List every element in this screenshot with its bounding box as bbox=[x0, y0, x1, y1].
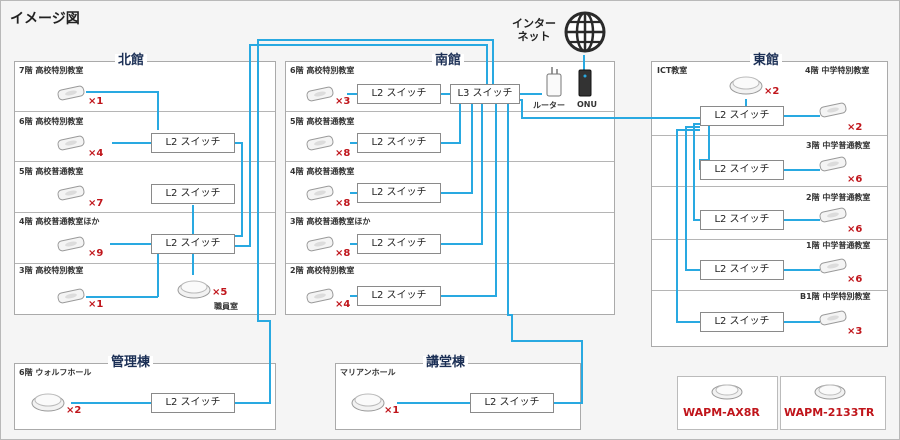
count-south-2: ×4 bbox=[335, 299, 351, 310]
hall-building-name: 講堂棟 bbox=[423, 356, 469, 370]
access-point-icon bbox=[819, 156, 847, 172]
staff-room-label: 職員室 bbox=[214, 302, 238, 311]
count-north-staff: ×5 bbox=[212, 287, 228, 298]
access-point-icon bbox=[57, 85, 85, 101]
south-floor-2-label: 2階 高校特別教室 bbox=[290, 266, 355, 275]
internet-label-line-1: インター bbox=[512, 17, 556, 30]
access-point-icon bbox=[819, 102, 847, 118]
north-floor-3-label: 3階 高校特別教室 bbox=[19, 266, 84, 275]
access-point-icon bbox=[57, 236, 85, 252]
north-floor-7-label: 7階 高校特別教室 bbox=[19, 66, 84, 75]
router-label: ルーター bbox=[533, 101, 565, 110]
count-east-1: ×6 bbox=[847, 274, 863, 285]
count-north-7: ×1 bbox=[88, 96, 104, 107]
east-ict-label: ICT教室 bbox=[657, 66, 688, 75]
north-floor-4-label: 4階 高校普通教室ほか bbox=[19, 217, 100, 226]
count-east-4: ×2 bbox=[847, 122, 863, 133]
east-floor-2-label: 2階 中学普通教室 bbox=[806, 193, 871, 202]
hall-floor-label: マリアンホール bbox=[340, 368, 396, 377]
admin-floor-label: 6階 ウォルフホール bbox=[19, 368, 92, 377]
east-floor-b1-label: B1階 中学特別教室 bbox=[800, 292, 871, 301]
access-point-icon bbox=[819, 310, 847, 326]
round-access-point-icon bbox=[729, 76, 763, 95]
east-floor-4-label: 4階 中学特別教室 bbox=[805, 66, 870, 75]
south-l2-switch-6: L2 スイッチ bbox=[357, 84, 441, 104]
admin-building-name: 管理棟 bbox=[108, 356, 154, 370]
east-l2-switch-1: L2 スイッチ bbox=[700, 260, 784, 280]
north-building-name: 北館 bbox=[115, 54, 148, 68]
count-hall: ×1 bbox=[384, 405, 400, 416]
access-point-icon bbox=[57, 185, 85, 201]
south-l2-switch-3: L2 スイッチ bbox=[357, 234, 441, 254]
east-l2-switch-3: L2 スイッチ bbox=[700, 160, 784, 180]
access-point-icon bbox=[57, 135, 85, 151]
count-south-6: ×3 bbox=[335, 96, 351, 107]
south-floor-5-label: 5階 高校普通教室 bbox=[290, 117, 355, 126]
access-point-icon bbox=[819, 258, 847, 274]
internet-label: インター ネット bbox=[508, 17, 560, 43]
access-point-icon bbox=[57, 288, 85, 304]
east-building-name: 東館 bbox=[750, 54, 783, 68]
diagram-title: イメージ図 bbox=[10, 11, 80, 27]
north-floor-6-label: 6階 高校特別教室 bbox=[19, 117, 84, 126]
east-floor-1-label: 1階 中学普通教室 bbox=[806, 241, 871, 250]
east-floor-3-label: 3階 中学普通教室 bbox=[806, 141, 871, 150]
count-admin: ×2 bbox=[66, 405, 82, 416]
east-l2-switch-b1: L2 スイッチ bbox=[700, 312, 784, 332]
access-point-icon bbox=[306, 185, 334, 201]
south-l2-switch-5: L2 スイッチ bbox=[357, 133, 441, 153]
south-l2-switch-4: L2 スイッチ bbox=[357, 183, 441, 203]
hall-l2-switch: L2 スイッチ bbox=[470, 393, 554, 413]
access-point-icon bbox=[306, 135, 334, 151]
legend-model-1: WAPM-AX8R bbox=[683, 406, 760, 419]
south-floor-4-label: 4階 高校普通教室 bbox=[290, 167, 355, 176]
wapm-ax8r-icon bbox=[711, 384, 743, 400]
south-building-name: 南館 bbox=[432, 54, 465, 68]
north-floor-5-label: 5階 高校普通教室 bbox=[19, 167, 84, 176]
count-east-ict: ×2 bbox=[764, 86, 780, 97]
count-south-4: ×8 bbox=[335, 198, 351, 209]
south-floor-3-label: 3階 高校普通教室ほか bbox=[290, 217, 371, 226]
access-point-icon bbox=[819, 207, 847, 223]
south-l2-switch-2: L2 スイッチ bbox=[357, 286, 441, 306]
count-north-5: ×7 bbox=[88, 198, 104, 209]
count-east-2: ×6 bbox=[847, 224, 863, 235]
count-north-3: ×1 bbox=[88, 299, 104, 310]
count-east-b1: ×3 bbox=[847, 326, 863, 337]
legend-model-2: WAPM-2133TR bbox=[784, 406, 875, 419]
count-south-5: ×8 bbox=[335, 148, 351, 159]
access-point-icon bbox=[306, 86, 334, 102]
east-l2-switch-2: L2 スイッチ bbox=[700, 210, 784, 230]
north-l2-switch-1: L2 スイッチ bbox=[151, 133, 235, 153]
north-l2-switch-3: L2 スイッチ bbox=[151, 234, 235, 254]
count-north-4: ×9 bbox=[88, 248, 104, 259]
l3-switch: L3 スイッチ bbox=[450, 84, 520, 104]
wapm-2133tr-icon bbox=[814, 384, 846, 400]
east-building bbox=[651, 61, 888, 347]
count-north-6: ×4 bbox=[88, 148, 104, 159]
internet-label-line-2: ネット bbox=[517, 30, 551, 43]
east-l2-switch-main: L2 スイッチ bbox=[700, 106, 784, 126]
onu-label: ONU bbox=[577, 100, 597, 109]
round-access-point-icon bbox=[351, 393, 385, 412]
access-point-icon bbox=[306, 236, 334, 252]
south-floor-6-label: 6階 高校特別教室 bbox=[290, 66, 355, 75]
count-east-3: ×6 bbox=[847, 174, 863, 185]
north-l2-switch-2: L2 スイッチ bbox=[151, 184, 235, 204]
count-south-3: ×8 bbox=[335, 248, 351, 259]
round-access-point-icon bbox=[177, 280, 211, 299]
access-point-icon bbox=[306, 288, 334, 304]
admin-l2-switch: L2 スイッチ bbox=[151, 393, 235, 413]
globe-icon bbox=[564, 11, 606, 53]
router-icon bbox=[546, 67, 562, 97]
round-access-point-icon bbox=[31, 393, 65, 412]
onu-icon bbox=[578, 69, 592, 97]
